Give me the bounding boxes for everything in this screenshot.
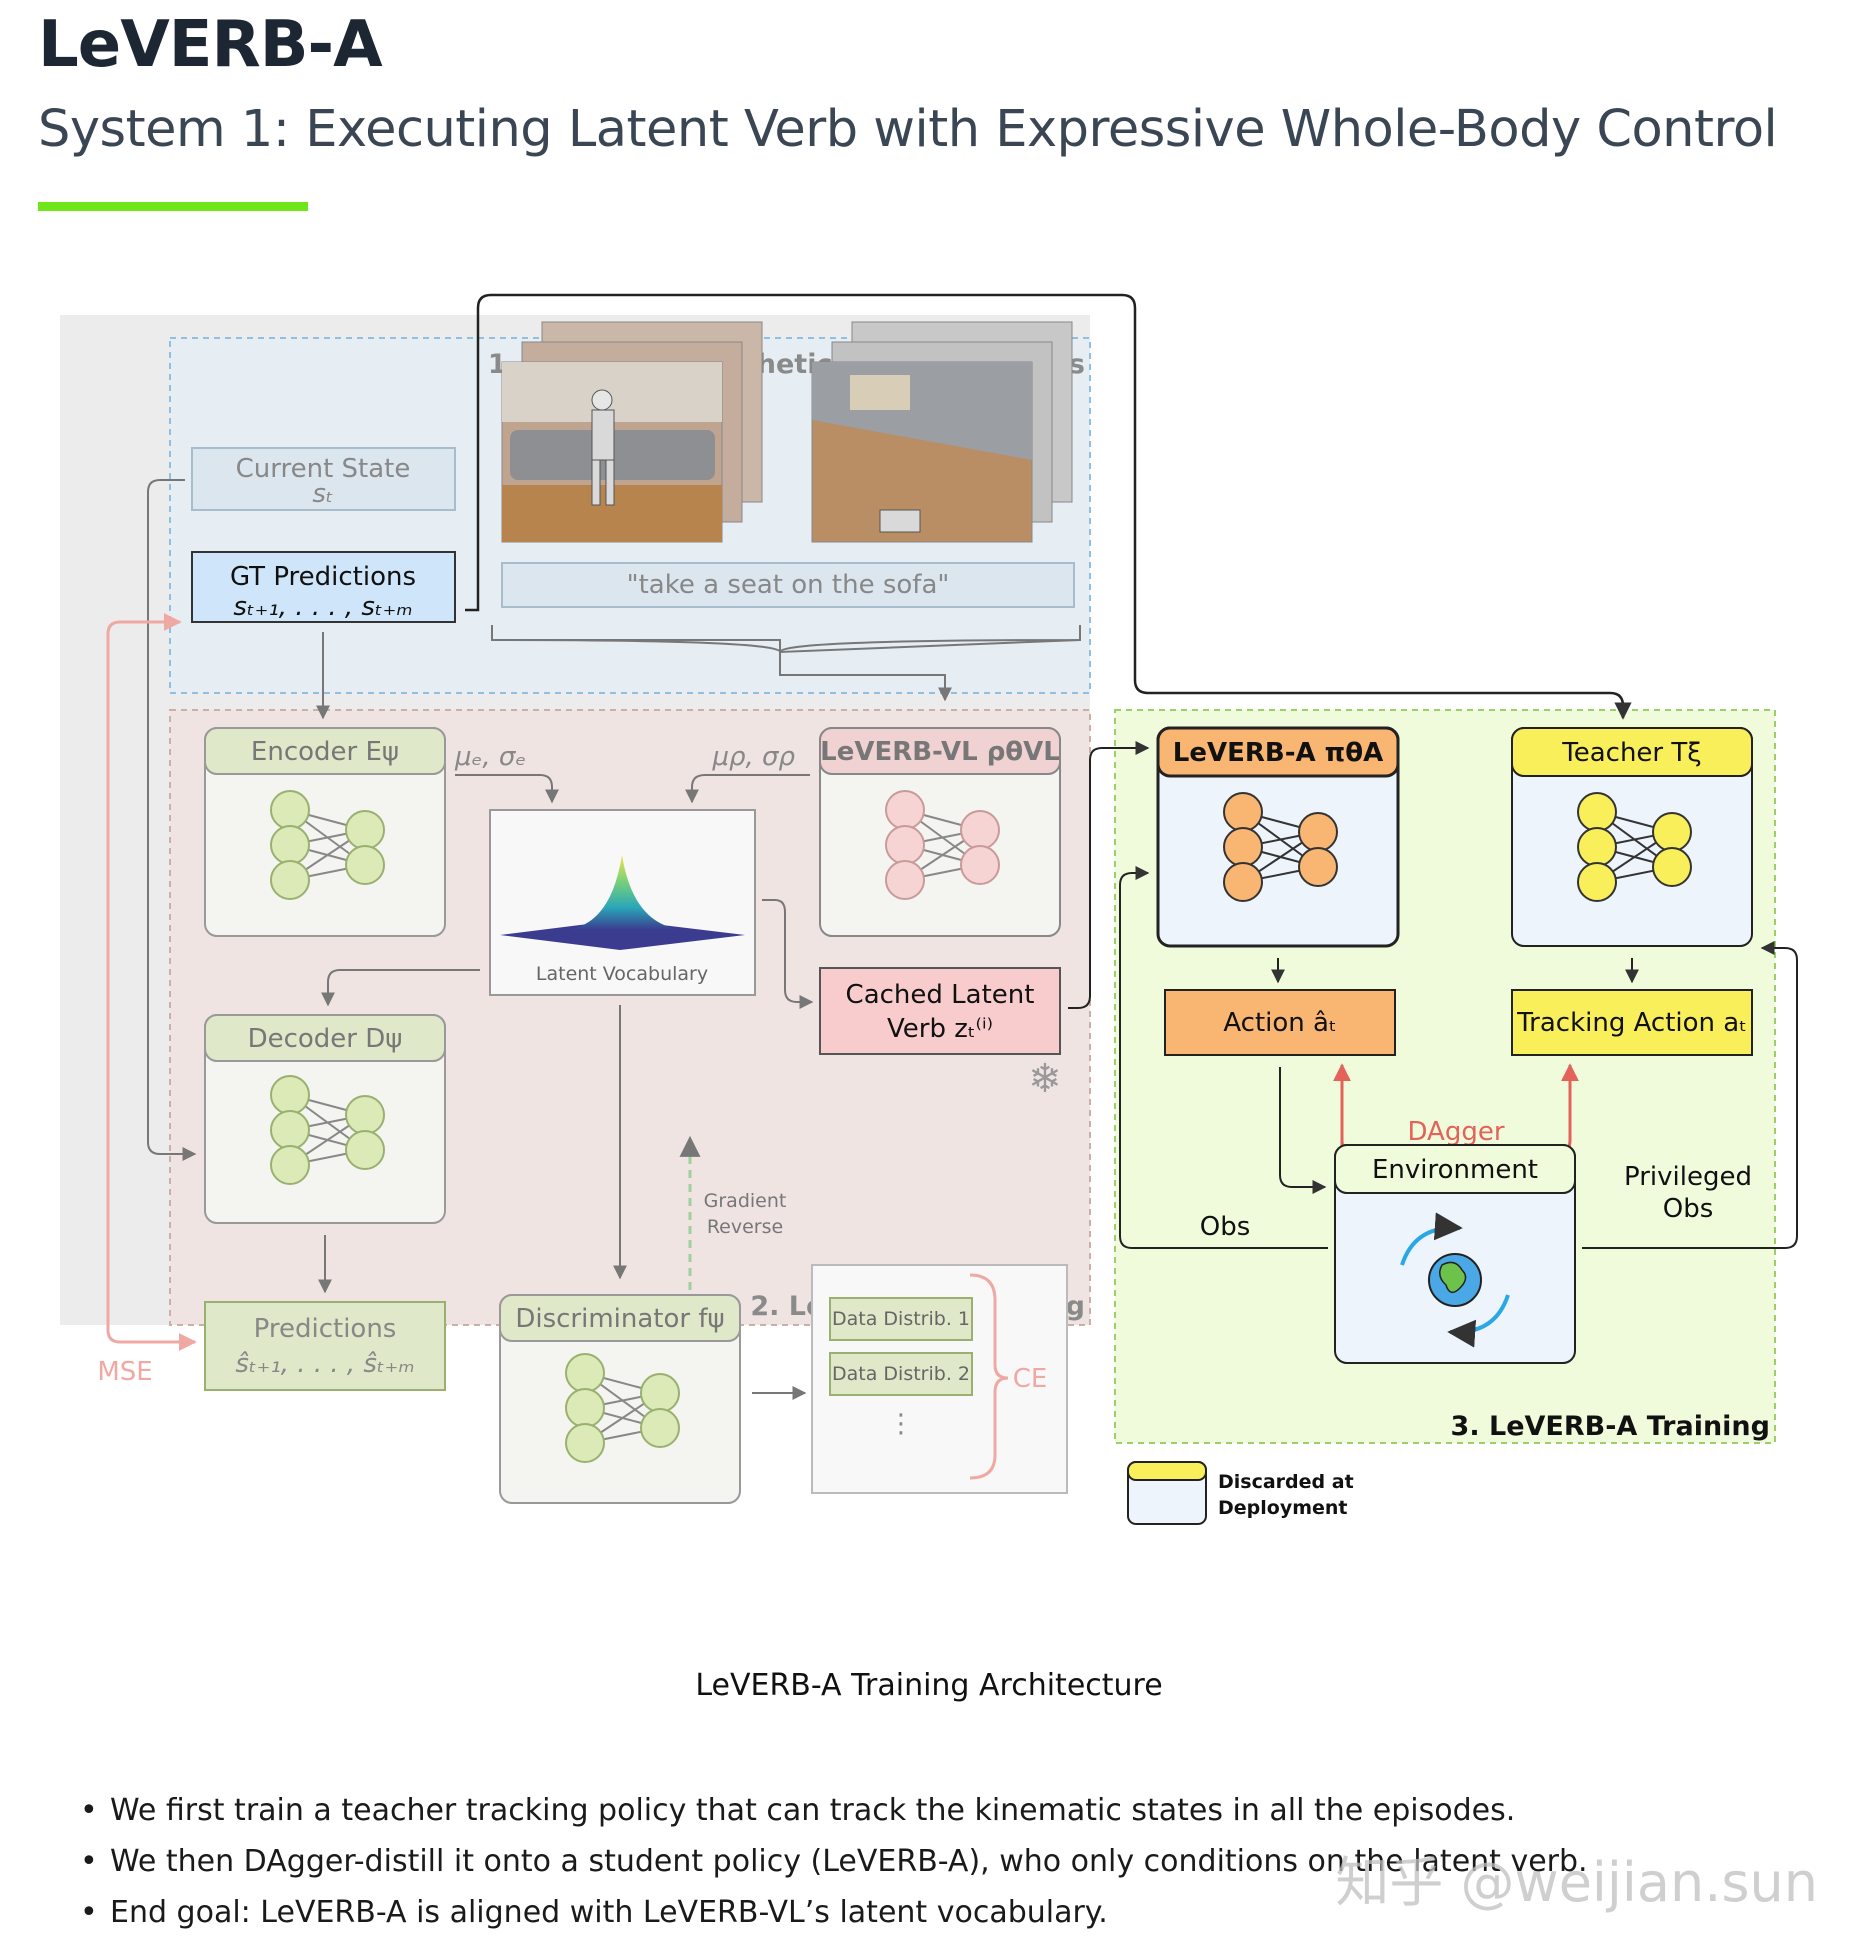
bullet-item: We first train a teacher tracking policy… [80, 1785, 1588, 1836]
leverb-vl-network-icon [885, 790, 1000, 900]
section3-label: 3. LeVERB-A Training [1451, 1411, 1770, 1442]
current-state-label: Current State [236, 454, 411, 484]
data-distrib-2-box [829, 1352, 973, 1396]
teacher-network-icon [1577, 792, 1692, 902]
bullet-item: We then DAgger-distill it onto a student… [80, 1836, 1588, 1887]
predictions-symbol: ŝₜ₊₁, . . . , ŝₜ₊ₘ [235, 1349, 414, 1379]
predictions-box [204, 1301, 446, 1391]
leverb-a-label: LeVERB-A πθA [1173, 738, 1383, 768]
decoder-network-icon [270, 1075, 385, 1185]
predictions-label: Predictions [254, 1314, 397, 1344]
watermark: 知乎 @weijian.sun [1335, 1851, 1818, 1914]
mse-label: MSE [97, 1357, 152, 1387]
gt-predictions-box [191, 551, 456, 623]
instruction-box [501, 562, 1075, 608]
current-state-box [191, 447, 456, 511]
page-title: LeVERB-A [38, 8, 383, 82]
gt-predictions-label: GT Predictions [230, 562, 416, 592]
encoder-label: Encoder Eψ [251, 737, 399, 767]
environment-label: Environment [1372, 1155, 1538, 1185]
vdots: ⋮ [888, 1409, 914, 1439]
gradient-label-2: Reverse [707, 1216, 783, 1238]
figure-caption: LeVERB-A Training Architecture [695, 1668, 1163, 1703]
demo-image-stack-1 [501, 321, 763, 543]
data-distrib-1-label: Data Distrib. 1 [832, 1308, 970, 1330]
mu-sigma-p: μρ, σρ [711, 742, 795, 772]
cached-latent-label-1: Cached Latent [846, 980, 1035, 1010]
tracking-action-label: Tracking Action aₜ [1516, 1008, 1747, 1038]
bullet-item: End goal: LeVERB-A is aligned with LeVER… [80, 1887, 1588, 1938]
discriminator-label: Discriminator fψ [515, 1304, 724, 1334]
action-label: Action âₜ [1223, 1008, 1336, 1038]
discriminator-network-icon [565, 1353, 680, 1463]
snowflake-icon: ❄ [1028, 1056, 1062, 1102]
data-distrib-1-box [829, 1297, 973, 1341]
bullet-list: We first train a teacher tracking policy… [80, 1785, 1588, 1938]
mu-sigma-e: μₑ, σₑ [454, 742, 526, 772]
current-state-symbol: sₜ [312, 479, 333, 509]
gradient-label-1: Gradient [704, 1190, 787, 1212]
page-subtitle: System 1: Executing Latent Verb with Exp… [38, 100, 1778, 159]
gaussian-icon [560, 855, 690, 930]
obs-label: Obs [1200, 1212, 1251, 1242]
action-box [1164, 989, 1396, 1056]
cached-latent-label-2: Verb zₜ⁽ⁱ⁾ [887, 1014, 993, 1044]
data-distrib-2-label: Data Distrib. 2 [832, 1363, 970, 1385]
tracking-action-box [1511, 989, 1753, 1056]
leverb-a-network-icon [1223, 792, 1338, 902]
demo-image-stack-2 [811, 321, 1073, 543]
ce-label: CE [1013, 1364, 1048, 1394]
privileged-obs-label-2: Obs [1663, 1194, 1714, 1224]
privileged-obs-label-1: Privileged [1624, 1162, 1752, 1192]
latent-vocab-label: Latent Vocabulary [536, 963, 708, 985]
gt-predictions-symbol: sₜ₊₁, . . . , sₜ₊ₘ [233, 592, 412, 622]
teacher-label: Teacher Tξ [1561, 738, 1702, 768]
decoder-label: Decoder Dψ [248, 1024, 403, 1054]
architecture-figure: 1. Collecting Synthetic Demonstrations C… [60, 293, 1798, 1525]
accent-underline [38, 202, 308, 211]
cached-latent-box [819, 967, 1061, 1055]
instruction-text: "take a seat on the sofa" [627, 570, 950, 600]
globe-icon [1400, 1212, 1510, 1348]
leverb-vl-label: LeVERB-VL ρθVL [820, 737, 1060, 767]
legend-label-2: Deployment [1218, 1497, 1348, 1519]
dagger-label: DAgger [1407, 1117, 1504, 1147]
encoder-network-icon [270, 790, 385, 900]
legend-label-1: Discarded at [1218, 1471, 1354, 1493]
